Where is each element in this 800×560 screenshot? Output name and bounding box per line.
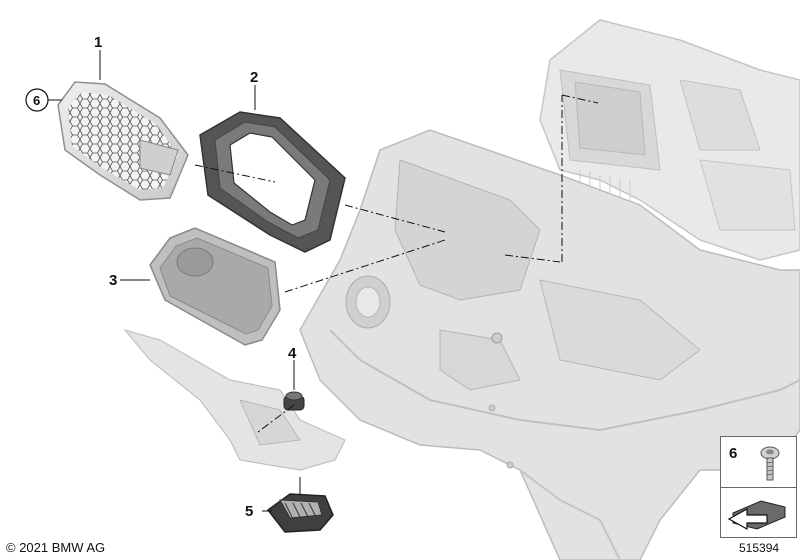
vent-cap-part-5 xyxy=(266,493,334,533)
lower-bracket xyxy=(123,328,346,471)
diagram-number: 515394 xyxy=(739,541,780,555)
grommet-part-4 xyxy=(283,391,305,411)
assembly-line-hvac-a xyxy=(504,254,561,263)
callout-1: 1 xyxy=(94,34,102,51)
legend-item-number: 6 xyxy=(729,445,738,462)
bulk-material-arrow-icon xyxy=(727,500,786,531)
callout-3: 3 xyxy=(109,272,117,289)
callout-4: 4 xyxy=(288,345,297,362)
bulkhead-panel xyxy=(299,129,800,560)
mesh-grille-part-6 xyxy=(57,81,189,201)
assembly-line-plate xyxy=(284,239,446,293)
assembly-line-grille xyxy=(194,164,276,183)
gasket-part-2 xyxy=(199,111,346,253)
hvac-unit-background xyxy=(539,19,800,261)
copyright-text: © 2021 BMW AG xyxy=(6,540,106,555)
callout-2: 2 xyxy=(250,69,258,86)
leader-lines xyxy=(48,50,599,512)
legend-divider xyxy=(721,487,796,488)
assembly-line-gasket xyxy=(344,204,446,233)
legend-box: 6 xyxy=(720,436,797,538)
callout-5: 5 xyxy=(245,503,253,520)
screw-icon xyxy=(760,446,780,481)
assembly-line-grommet xyxy=(257,404,295,433)
assembly-line-hvac-c xyxy=(561,94,599,104)
callout-6-circle xyxy=(25,88,49,112)
plate-part-3 xyxy=(149,227,281,346)
callout-6: 6 xyxy=(33,93,40,108)
